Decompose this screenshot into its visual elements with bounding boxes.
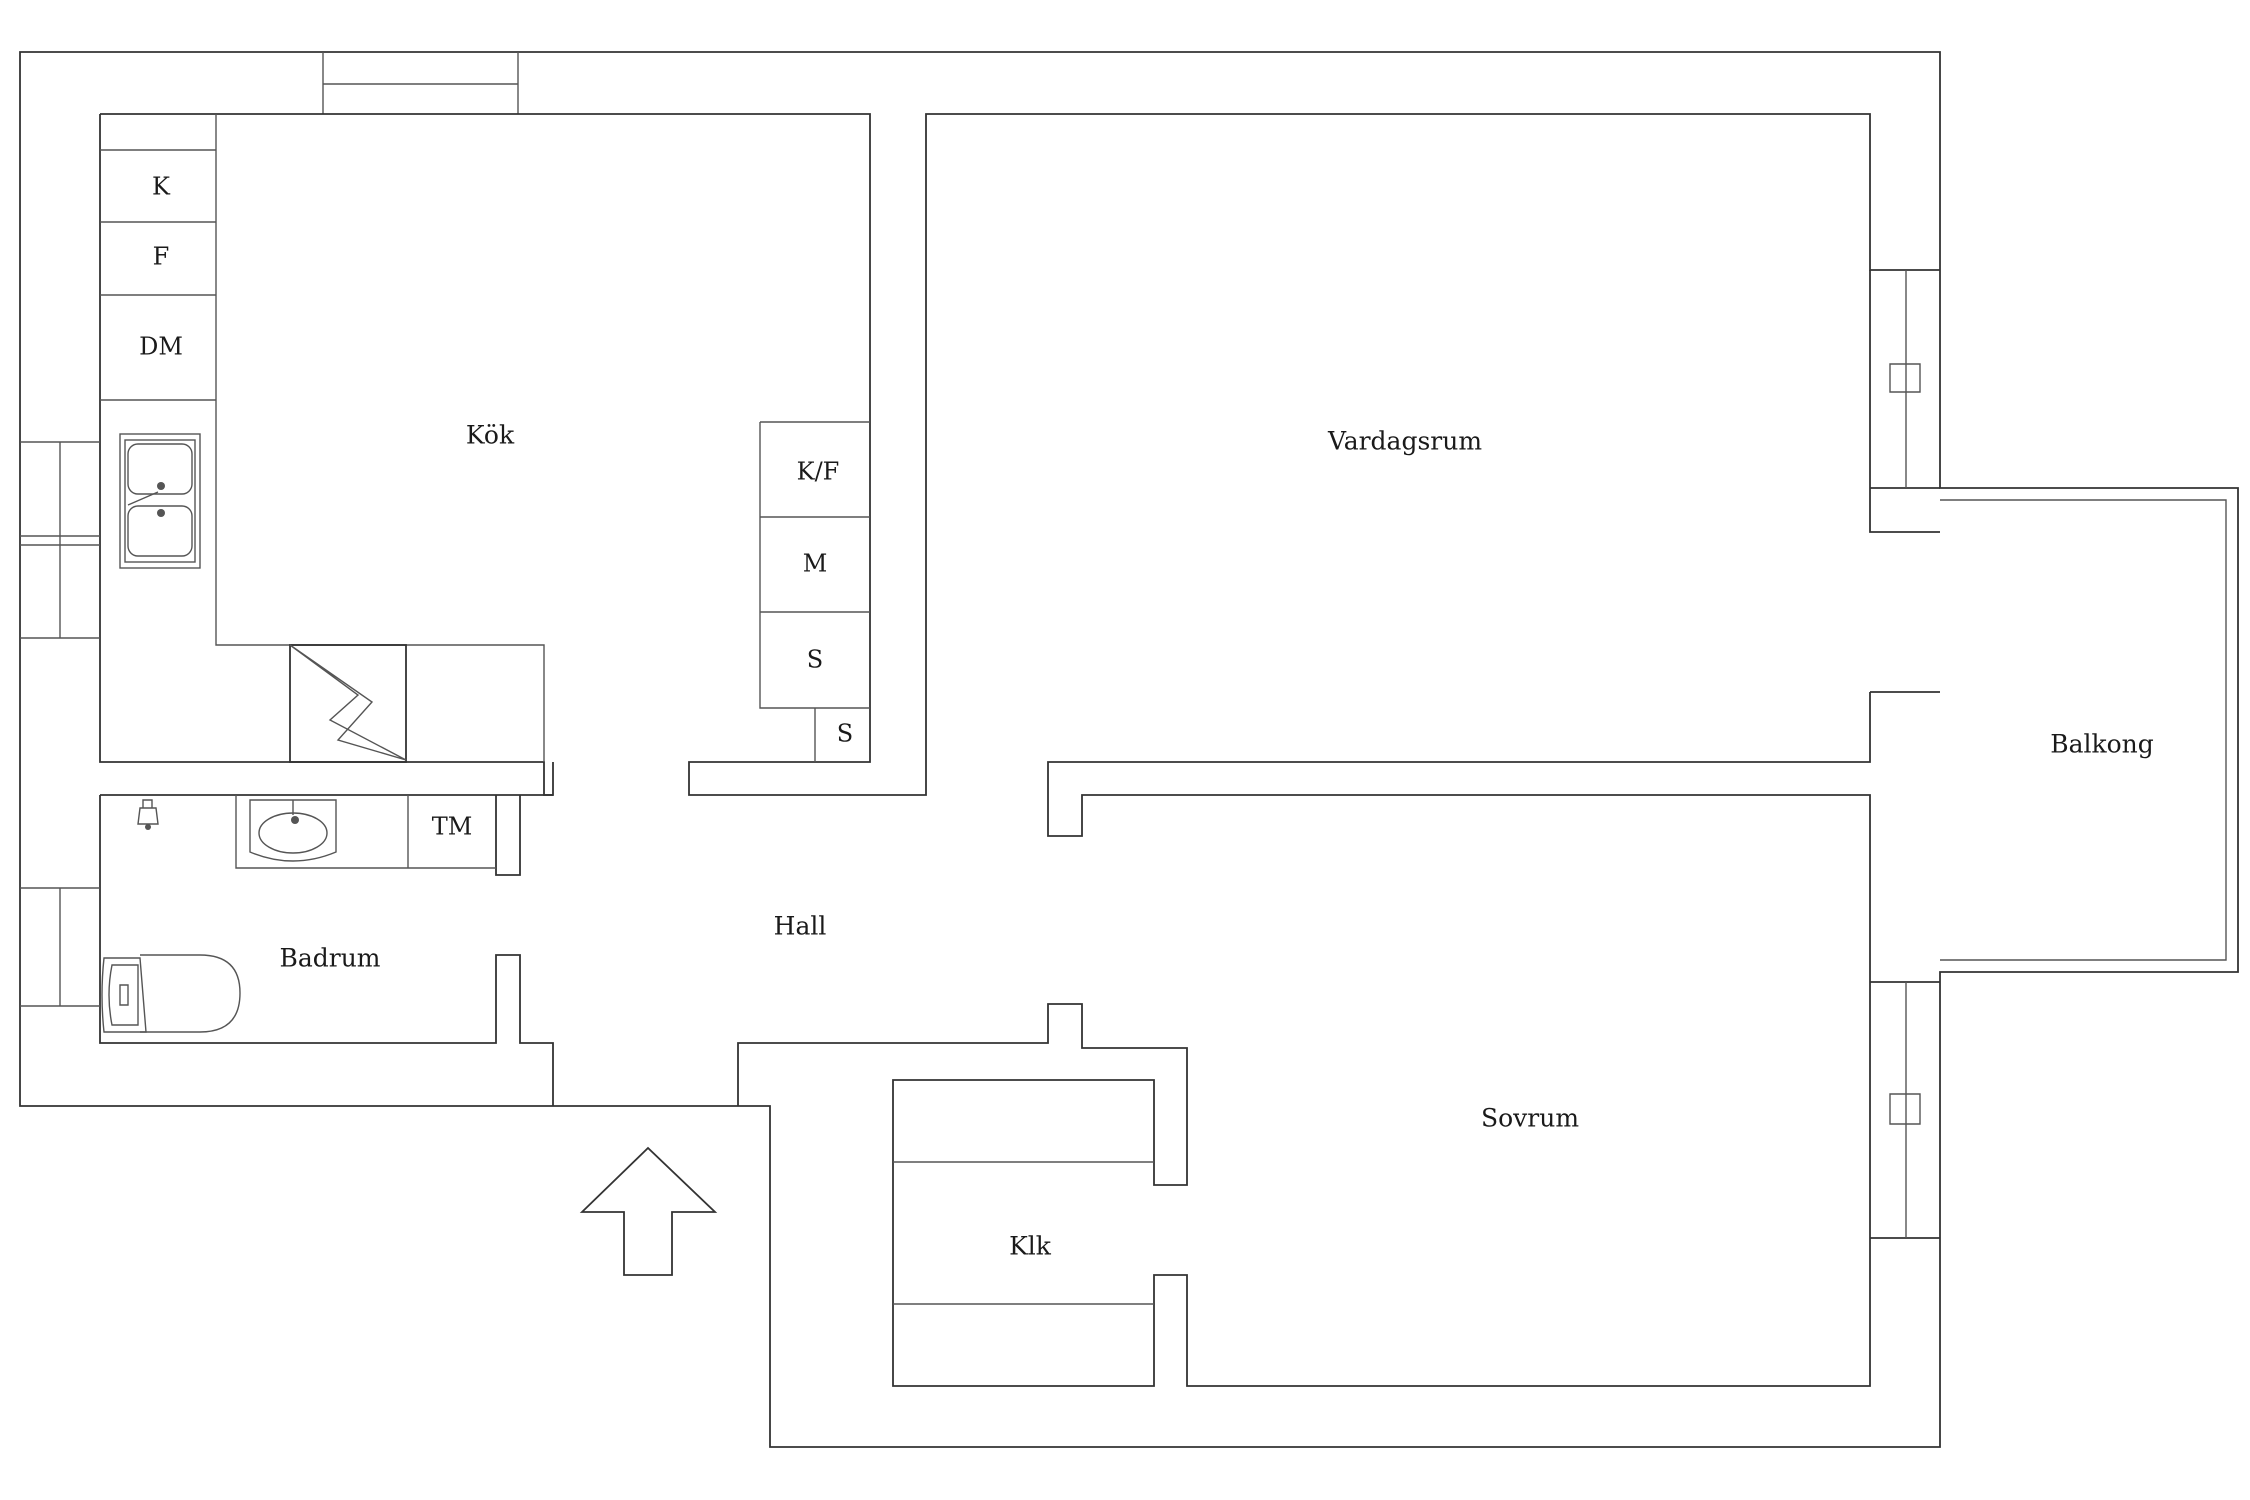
microwave-label: M (803, 550, 828, 578)
entrance-arrow-icon (579, 1146, 718, 1276)
kitchen-walls (20, 113, 1940, 796)
toilet-icon (101, 954, 241, 1033)
hall-label: Hall (774, 912, 827, 941)
freezer-label: F (153, 243, 170, 271)
kitchen-label: Kök (466, 421, 515, 450)
balcony-label: Balkong (2050, 730, 2154, 759)
living-room-walls (1047, 270, 1940, 972)
outer-walls (19, 51, 2239, 1448)
bedroom-label: Sovrum (1481, 1104, 1579, 1133)
kitchen-counter-right (759, 421, 870, 762)
dishwasher-label: DM (139, 333, 183, 361)
living-room-label: Vardagsrum (1327, 427, 1482, 456)
wardrobe-label-small: S (837, 720, 853, 748)
double-sink-icon (119, 433, 201, 569)
bedroom-walls (737, 972, 1940, 1387)
fridge-label: K (152, 173, 171, 201)
bathroom-label: Badrum (279, 944, 380, 973)
closet-label: Klk (1009, 1232, 1052, 1261)
fridge-freezer-label: K/F (797, 458, 840, 486)
wardrobe-label: S (807, 646, 823, 674)
faucet-icon (137, 799, 159, 830)
washing-machine-label: TM (432, 813, 473, 841)
bathroom-walls (20, 762, 554, 1106)
chimney-icon (289, 644, 407, 763)
washbasin-icon (249, 799, 337, 862)
balcony (1940, 499, 2227, 961)
